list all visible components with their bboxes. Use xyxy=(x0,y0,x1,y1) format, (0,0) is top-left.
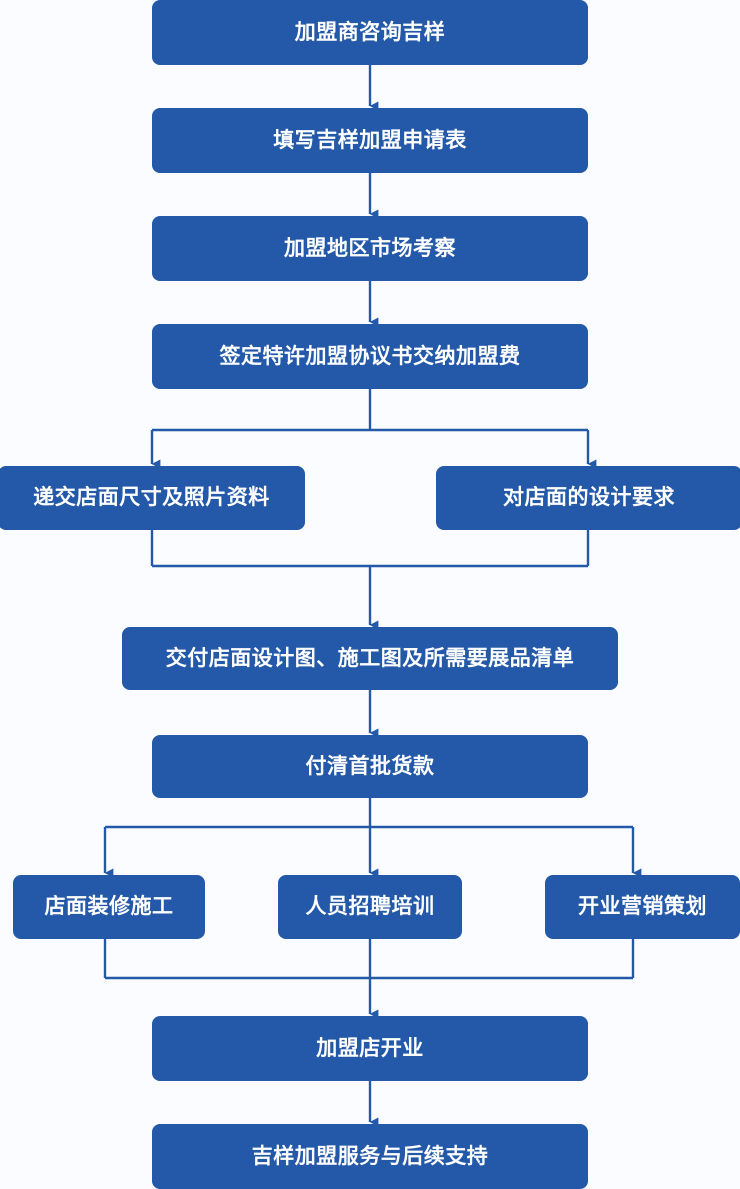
flow-node-label: 开业营销策划 xyxy=(578,895,707,919)
flow-node-application-form[interactable]: 填写吉样加盟申请表 xyxy=(152,108,588,173)
flow-node-submit-store-photos[interactable]: 递交店面尺寸及照片资料 xyxy=(0,466,305,530)
flow-node-store-opening[interactable]: 加盟店开业 xyxy=(152,1016,588,1081)
flow-node-consult[interactable]: 加盟商咨询吉样 xyxy=(152,0,588,65)
flow-node-staff-recruitment-training[interactable]: 人员招聘培训 xyxy=(278,875,462,939)
flow-node-store-construction[interactable]: 店面装修施工 xyxy=(13,875,205,939)
flow-node-label: 加盟商咨询吉样 xyxy=(294,20,446,44)
flow-node-label: 填写吉样加盟申请表 xyxy=(273,128,467,152)
flow-node-sign-agreement[interactable]: 签定特许加盟协议书交纳加盟费 xyxy=(152,324,588,389)
flow-node-deliver-design-drawings[interactable]: 交付店面设计图、施工图及所需要展品清单 xyxy=(122,627,618,690)
flow-node-label: 付清首批货款 xyxy=(305,754,435,778)
flow-node-store-design-requirements[interactable]: 对店面的设计要求 xyxy=(436,466,740,530)
flow-node-label: 加盟店开业 xyxy=(316,1036,424,1060)
flow-node-label: 加盟地区市场考察 xyxy=(284,236,456,260)
flow-node-market-survey[interactable]: 加盟地区市场考察 xyxy=(152,216,588,281)
flow-node-label: 吉样加盟服务与后续支持 xyxy=(251,1144,489,1168)
flow-node-ongoing-support[interactable]: 吉样加盟服务与后续支持 xyxy=(152,1124,588,1189)
flow-node-opening-marketing-plan[interactable]: 开业营销策划 xyxy=(545,875,740,939)
flow-node-label: 对店面的设计要求 xyxy=(503,486,675,510)
flow-node-pay-first-order[interactable]: 付清首批货款 xyxy=(152,735,588,798)
flow-node-label: 签定特许加盟协议书交纳加盟费 xyxy=(219,344,521,368)
flow-node-label: 递交店面尺寸及照片资料 xyxy=(33,486,270,510)
flow-node-label: 店面装修施工 xyxy=(44,895,174,919)
flow-node-label: 交付店面设计图、施工图及所需要展品清单 xyxy=(165,646,575,670)
flow-node-label: 人员招聘培训 xyxy=(305,895,435,919)
